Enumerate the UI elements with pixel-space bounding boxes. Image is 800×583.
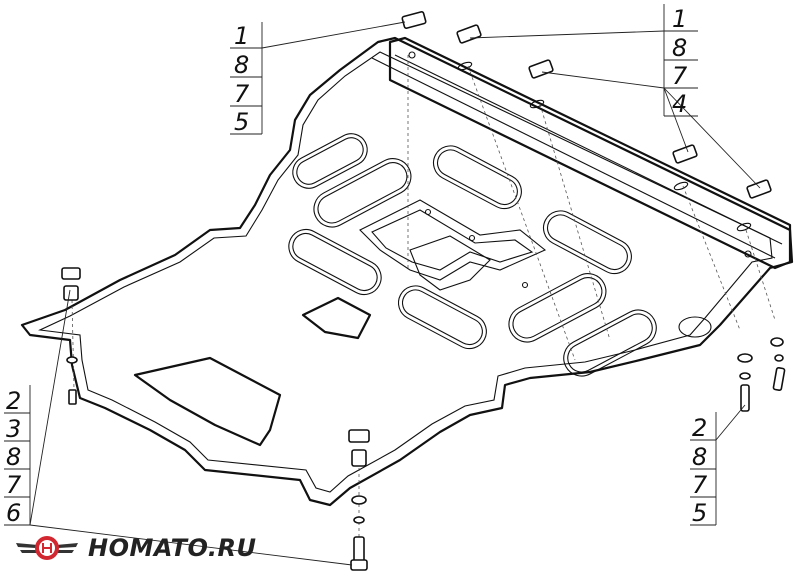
skid-plate-inner-outline bbox=[38, 51, 773, 493]
callout-num: 5 bbox=[692, 499, 707, 527]
callout-num: 7 bbox=[672, 62, 688, 90]
clip-nut-flange-4 bbox=[746, 179, 772, 199]
flange-fold-line bbox=[371, 57, 776, 259]
clip-nut-flange-1 bbox=[456, 24, 482, 44]
fastener-stack-left bbox=[61, 267, 81, 405]
callout-num: 2 bbox=[6, 387, 21, 415]
callout-top-right: 1 8 7 4 bbox=[469, 4, 761, 189]
callout-num: 7 bbox=[692, 471, 708, 499]
wing-emblem-icon bbox=[16, 536, 78, 560]
callout-num: 8 bbox=[672, 34, 687, 62]
callout-num: 3 bbox=[6, 415, 21, 443]
small-cutout bbox=[301, 296, 372, 340]
clip-nut-top-left bbox=[401, 11, 427, 29]
callout-num: 5 bbox=[234, 108, 249, 136]
callout-num: 6 bbox=[6, 499, 21, 527]
service-hatch-cutout bbox=[133, 356, 282, 447]
clip-nut-flange-2 bbox=[528, 59, 554, 79]
fastener-stack-bottom bbox=[348, 429, 370, 571]
callout-num: 7 bbox=[6, 471, 22, 499]
callout-num: 2 bbox=[692, 414, 707, 442]
callout-num: 8 bbox=[6, 443, 21, 471]
callout-num: 1 bbox=[672, 5, 687, 33]
callout-bottom-left: 2 3 8 7 6 bbox=[4, 289, 353, 566]
front-flange bbox=[388, 36, 792, 270]
flange-slots bbox=[408, 51, 752, 258]
skid-plate-outline bbox=[20, 36, 794, 507]
callout-num: 7 bbox=[234, 80, 250, 108]
callout-top-left: 1 8 7 5 bbox=[230, 21, 406, 136]
callout-bottom-right: 2 8 7 5 bbox=[690, 404, 746, 527]
fastener-stack-right-2 bbox=[770, 337, 786, 392]
homato-logo[interactable]: HOMATO.RU bbox=[14, 528, 256, 568]
flange-fold-line-2 bbox=[394, 54, 783, 245]
callout-num: 8 bbox=[692, 443, 707, 471]
callout-num: 8 bbox=[234, 51, 249, 79]
callout-num: 4 bbox=[672, 90, 687, 118]
assembly-lines bbox=[71, 55, 776, 540]
callout-num: 1 bbox=[234, 22, 249, 50]
stamped-ribs bbox=[288, 133, 657, 377]
logo-text: HOMATO.RU bbox=[88, 534, 257, 562]
mounting-holes bbox=[424, 208, 712, 338]
fastener-stack-right-1 bbox=[737, 353, 753, 412]
clip-nut-flange-3 bbox=[672, 144, 698, 164]
